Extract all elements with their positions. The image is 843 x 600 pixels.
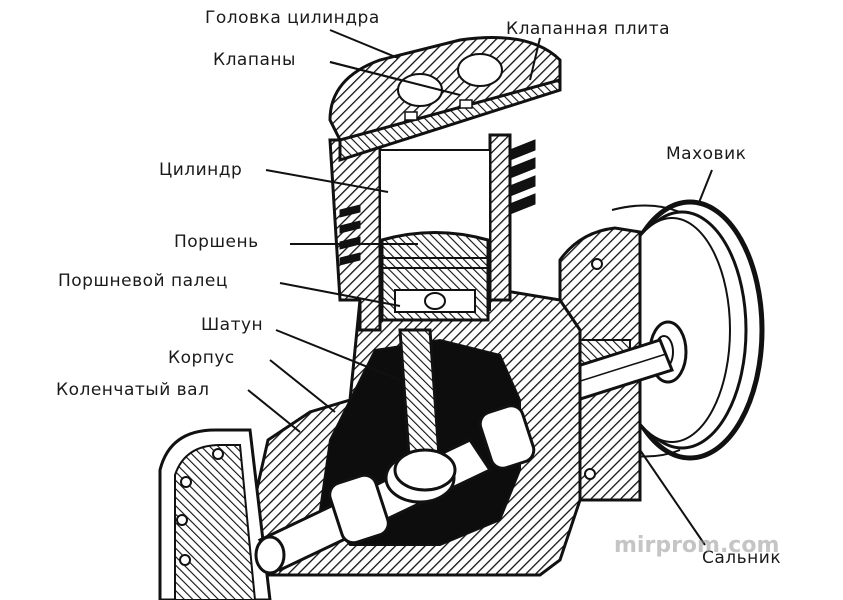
leader-housing: [269, 359, 336, 413]
leader-cylinder-head: [329, 29, 399, 59]
label-crankshaft: Коленчатый вал: [56, 380, 210, 400]
leader-valves-2: [329, 61, 461, 96]
label-housing: Корпус: [168, 348, 235, 368]
cylinder-head-shape: [328, 36, 562, 163]
bottom-blank-strip: [355, 578, 635, 600]
leader-crankshaft: [247, 389, 301, 433]
flywheel-shape: [611, 199, 765, 461]
connecting-rod-shape: [393, 328, 457, 492]
label-valve-plate: Клапанная плита: [506, 19, 671, 39]
leader-lines: [247, 29, 713, 546]
leader-cylinder: [265, 169, 389, 193]
piston-shape: [380, 231, 490, 322]
front-flange-shape: [158, 428, 272, 600]
label-cylinder-head: Головка цилиндра: [205, 8, 380, 28]
label-valves: Клапаны: [213, 50, 296, 70]
leader-flywheel: [697, 169, 713, 206]
leader-piston-pin: [279, 282, 401, 307]
label-cylinder: Цилиндр: [159, 160, 243, 180]
leader-shaft-seal: [639, 449, 706, 546]
label-shaft-seal: Сальник: [702, 548, 782, 568]
label-piston-pin: Поршневой палец: [58, 271, 228, 291]
label-piston: Поршень: [174, 232, 259, 252]
label-connecting-rod: Шатун: [201, 315, 264, 335]
leader-valve-plate: [529, 37, 541, 81]
watermark-text: mirprom.com: [614, 533, 780, 558]
leader-connecting-rod: [275, 329, 401, 381]
label-flywheel: Маховик: [666, 144, 747, 164]
